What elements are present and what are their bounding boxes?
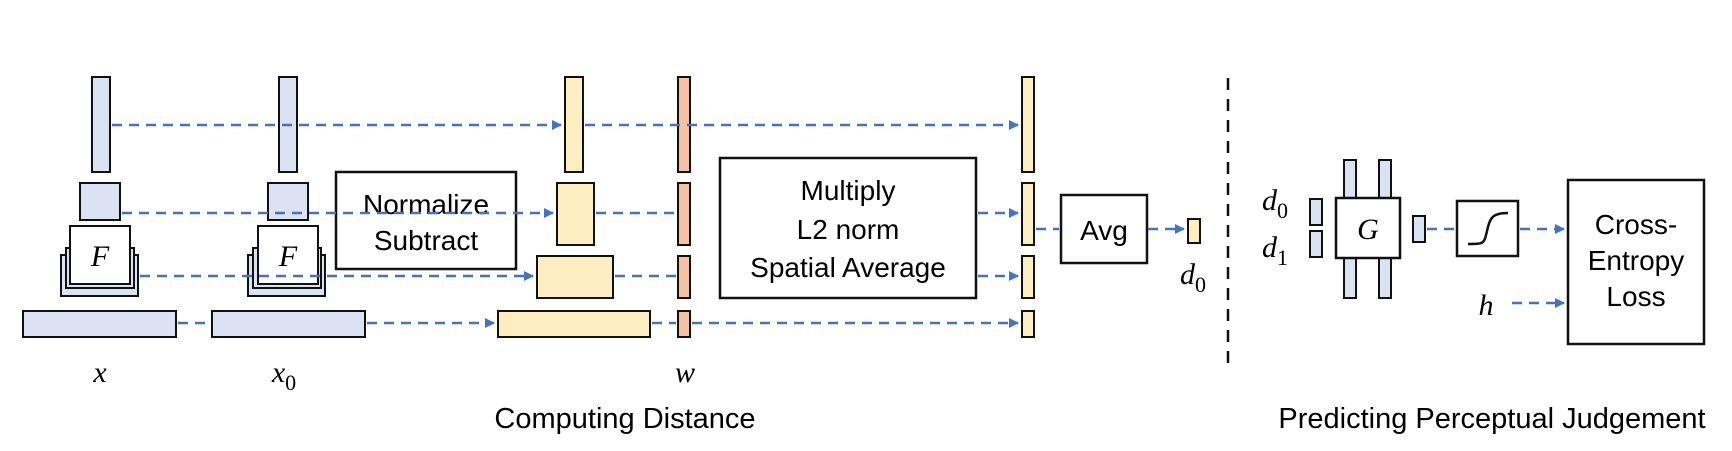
avg-label: Avg: [1080, 215, 1128, 246]
weight-low: [677, 255, 691, 299]
difference-features: [497, 76, 651, 338]
weight-label: w: [675, 356, 695, 389]
layer-dist-input: [1021, 310, 1035, 338]
x0-network-label: F: [278, 240, 298, 273]
weight-mid: [677, 182, 691, 246]
loss-box: [1566, 178, 1706, 346]
x0-label: x0: [271, 356, 296, 395]
predicting-judgement-title: Predicting Perceptual Judgement: [1278, 403, 1705, 435]
normalize-subtract-box: [334, 170, 518, 271]
subtract-label: Subtract: [374, 225, 478, 256]
multiply-label: Multiply: [801, 175, 896, 206]
x-network-label: F: [90, 240, 110, 273]
diff-feature-input: [497, 310, 651, 338]
spatial-average-label: Spatial Average: [750, 252, 946, 283]
diff-feature-top: [564, 76, 584, 173]
diff-feature-low: [536, 255, 614, 299]
x-feature-top: [91, 76, 111, 173]
loss-label-line2: Entropy: [1588, 245, 1685, 276]
d1-input-bar: [1309, 230, 1323, 258]
distance-output-bar: [1187, 218, 1201, 244]
computing-distance-title: Computing Distance: [494, 403, 755, 435]
multiply-box: [718, 156, 978, 300]
avg-box: [1059, 193, 1149, 265]
l2-norm-label: L2 norm: [797, 214, 900, 245]
layer-dist-mid: [1021, 182, 1035, 246]
loss-label-line3: Loss: [1606, 281, 1665, 312]
x-input-image: [22, 310, 177, 338]
x-feature-mid: [79, 182, 121, 221]
d1-input-label: d1: [1262, 231, 1288, 270]
diff-feature-mid: [556, 182, 595, 246]
distance-output-label: d0: [1180, 258, 1206, 297]
loss-label-line1: Cross-: [1595, 209, 1677, 240]
d0-input-bar: [1309, 198, 1323, 226]
x0-network-box: [257, 225, 319, 285]
sigmoid-icon: [1467, 211, 1509, 246]
left-arrows: [112, 120, 1185, 328]
h-label: h: [1479, 289, 1494, 322]
g-network-label: G: [1357, 213, 1379, 246]
normalize-label: Normalize: [363, 189, 489, 220]
right-arrows: [1427, 224, 1565, 308]
x-label: x: [92, 356, 107, 389]
g-output-bar: [1412, 215, 1426, 243]
g-network-box: [1334, 196, 1402, 260]
layer-distances: [1021, 76, 1035, 338]
x0-input-image: [211, 310, 366, 338]
weight-input: [677, 310, 691, 338]
network-x: F x: [22, 76, 177, 389]
x0-feature-mid: [267, 182, 309, 221]
d0-input-label: d0: [1262, 184, 1288, 223]
x-network-box: [69, 225, 131, 285]
layer-dist-low: [1021, 255, 1035, 299]
weights-w: w: [675, 76, 695, 389]
layer-dist-top: [1021, 76, 1035, 173]
